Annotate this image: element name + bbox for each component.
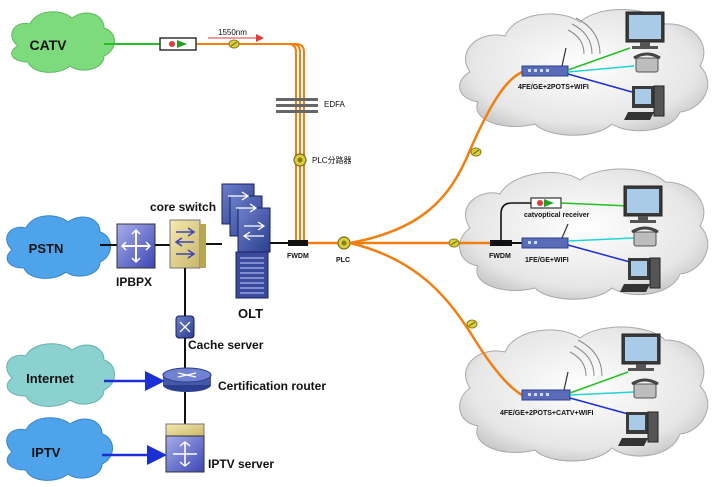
edfa-label: EDFA: [324, 100, 346, 109]
onu-top-group: [521, 11, 665, 120]
computer-icon: [620, 257, 661, 292]
phone-icon: [633, 52, 661, 73]
catv-receiver-label: catvoptical receiver: [524, 212, 590, 219]
phone-icon: [631, 378, 659, 399]
fwdm-coupler: [288, 240, 308, 246]
onu-top-device: [521, 65, 569, 77]
computer-icon: [624, 85, 665, 120]
cache-server-label: Cache server: [188, 338, 264, 352]
onu-fwdm-label: FWDM: [489, 253, 511, 260]
catv-label: CATV: [29, 37, 67, 53]
internet-cloud: Internet: [6, 343, 115, 407]
core-switch-device: [169, 219, 206, 269]
edfa-amplifier: [276, 98, 318, 113]
monitor-icon: [621, 333, 661, 371]
vertical-fiber-bundle: [287, 43, 305, 244]
fiber-connector-icon: [228, 39, 240, 49]
phone-icon: [631, 226, 659, 247]
internet-label: Internet: [26, 371, 74, 386]
certification-router-label: Certification router: [218, 379, 326, 393]
pstn-cloud: PSTN: [6, 215, 111, 279]
iptv-server-device: [165, 423, 205, 473]
fiber-drop-bottom: [349, 241, 523, 397]
wifi-signal-icon: [567, 17, 601, 55]
onu-bottom-group: [521, 333, 661, 446]
ipbpx-device: [116, 223, 156, 269]
fiber-drop-top: [349, 70, 523, 245]
ipbpx-label: IPBPX: [116, 275, 152, 289]
cache-server-device: [175, 315, 195, 339]
onu-middle-group: [490, 185, 663, 292]
monitor-icon: [625, 11, 665, 49]
iptv-server-label: IPTV server: [208, 457, 274, 471]
onu-top-label: 4FE/GE+2POTS+WIFI: [518, 84, 589, 91]
onu-cloud-middle: [459, 168, 709, 300]
wifi-signal-icon: [569, 339, 603, 377]
optical-transmitter: [159, 37, 197, 51]
fwdm-label: FWDM: [287, 253, 309, 260]
pstn-label: PSTN: [29, 241, 64, 256]
plc-label: PLC: [336, 257, 350, 264]
antenna-icon: [561, 47, 567, 67]
onu-bottom-label: 4FE/GE+2POTS+CATV+WIFI: [500, 410, 593, 417]
olt-label: OLT: [238, 306, 263, 321]
core-switch-label: core switch: [150, 200, 216, 214]
onu-mid-label: 1FE/GE+WIFI: [525, 257, 569, 264]
fiber-connector-icon: [470, 147, 482, 157]
plc-splitter-label: PLC分路器: [312, 155, 352, 165]
fiber-connector-icon: [466, 319, 478, 329]
monitor-icon: [623, 185, 663, 223]
computer-icon: [618, 411, 659, 446]
olt-device: [221, 183, 271, 299]
onu-mid-device: [521, 237, 569, 249]
antenna-icon: [561, 223, 569, 239]
iptv-cloud: IPTV: [6, 417, 113, 481]
catv-cloud: CATV: [11, 11, 115, 73]
iptv-label: IPTV: [32, 445, 61, 460]
antenna-icon: [563, 371, 569, 391]
plc-splitter-node: [293, 153, 307, 167]
plc-splitter: [337, 236, 351, 250]
fiber-connector-icon: [448, 238, 460, 248]
onu-fwdm-coupler: [490, 240, 512, 246]
certification-router-device: [162, 367, 212, 392]
wavelength-label: 1550nm: [218, 28, 247, 37]
onu-cloud-top: [459, 8, 709, 136]
